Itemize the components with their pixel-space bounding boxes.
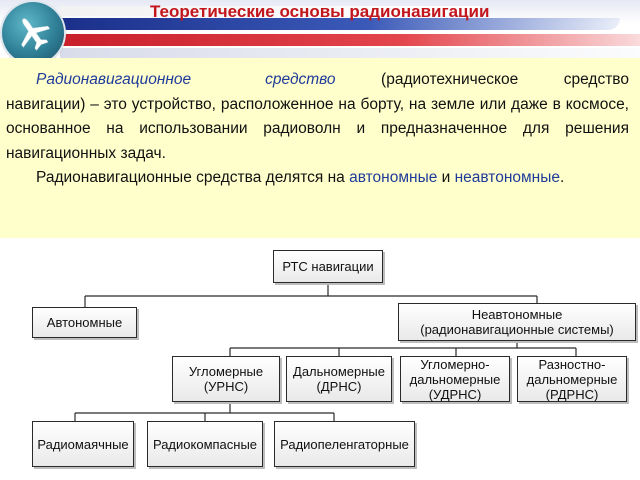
classification-intro: Радионавигационные средства делятся на: [36, 169, 350, 186]
definition-term: Радионавигационное: [36, 71, 192, 88]
node-autonomous: Автономные: [32, 307, 137, 338]
definition-paragraph: Радионавигационное средство (радиотехниче…: [6, 68, 629, 166]
classification-diagram: РТС навигации Автономные Неавтономные (р…: [30, 248, 636, 480]
airplane-icon: [2, 2, 64, 64]
flag-stripe-red: [60, 34, 640, 46]
node-range-drns: Дальномерные (ДРНС): [286, 356, 392, 402]
flag-stripe-white: [60, 6, 480, 16]
airplane-icon-glyph: [21, 18, 51, 51]
definition-term-2: средство: [265, 71, 336, 88]
definition-text: Радионавигационное средство (радиотехниче…: [6, 68, 629, 191]
node-angle-range-udrns: Угломерно- дальномерные (УДРНС): [400, 356, 510, 402]
page-title: Теоретические основы радионавигации: [150, 2, 490, 21]
header-banner: Теоретические основы радионавигации: [0, 0, 640, 62]
node-diff-range-rdrns: Разностно- дальномерные (РДРНС): [517, 356, 627, 402]
classification-end: .: [560, 169, 565, 186]
node-radio-beacons: Радиомаячные: [32, 421, 134, 467]
node-non-autonomous: Неавтономные (радионавигационные системы…: [398, 303, 636, 341]
definition-body: (радиотехническое средство навигации) – …: [6, 71, 629, 162]
classification-conj: и: [437, 169, 455, 186]
keyword-autonomous: автономные: [349, 169, 438, 186]
definition-panel: [0, 58, 640, 238]
node-radio-direction-finders: Радиопеленгаторные: [274, 421, 415, 467]
flag-stripe-blue: [60, 18, 620, 30]
keyword-non-autonomous: неавтономные: [454, 169, 561, 186]
node-angle-urns: Угломерные (УРНС): [172, 356, 280, 402]
node-rts-navigation: РТС навигации: [273, 250, 383, 283]
classification-paragraph: Радионавигационные средства делятся на а…: [6, 166, 629, 191]
diagram-connectors: [74, 283, 577, 421]
node-radio-compass: Радиокомпасные: [147, 421, 263, 467]
banner-shade: [60, 48, 640, 58]
